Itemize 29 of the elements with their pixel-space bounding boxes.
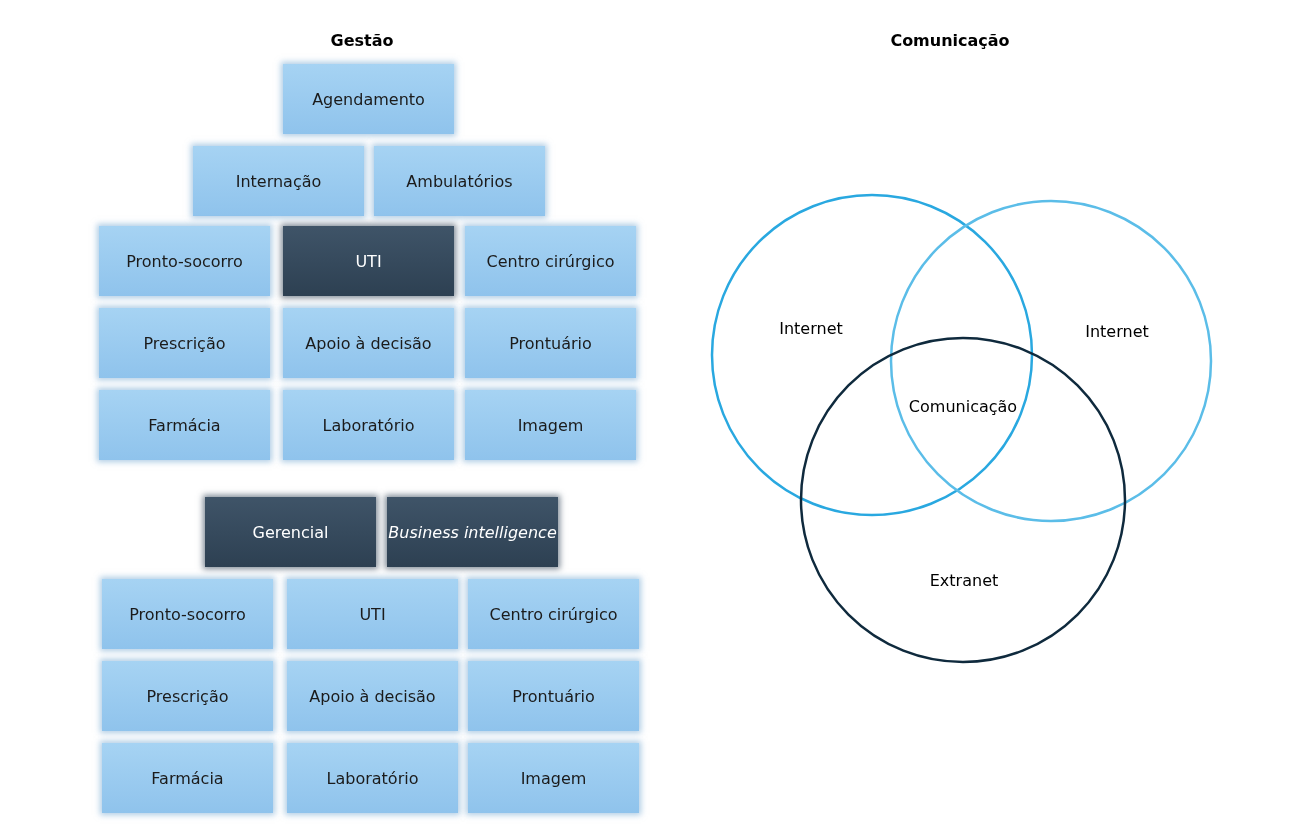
module-box: Pronto-socorro — [99, 226, 270, 296]
module-box: Centro cirúrgico — [465, 226, 636, 296]
module-box: Imagem — [468, 743, 639, 813]
module-box: Gerencial — [205, 497, 376, 567]
module-box: Ambulatórios — [374, 146, 545, 216]
module-box: Agendamento — [283, 64, 454, 134]
circle-label: Internet — [1085, 321, 1149, 341]
section-heading: Comunicação — [890, 30, 1010, 50]
module-box: Apoio à decisão — [287, 661, 458, 731]
module-box: Prescrição — [99, 308, 270, 378]
module-box: Farmácia — [102, 743, 273, 813]
module-box: Laboratório — [287, 743, 458, 813]
module-box: Prontuário — [468, 661, 639, 731]
module-box: UTI — [287, 579, 458, 649]
overlap-label: Comunicação — [908, 396, 1018, 416]
module-box: Pronto-socorro — [102, 579, 273, 649]
module-box: Internação — [193, 146, 364, 216]
module-box: Farmácia — [99, 390, 270, 460]
module-box: Apoio à decisão — [283, 308, 454, 378]
module-box: Centro cirúrgico — [468, 579, 639, 649]
module-box: Prescrição — [102, 661, 273, 731]
circle-label: Internet — [779, 318, 843, 338]
circle-label: Extranet — [929, 570, 999, 590]
module-box: Imagem — [465, 390, 636, 460]
module-box: UTI — [283, 226, 454, 296]
module-box: Prontuário — [465, 308, 636, 378]
section-heading: Gestão — [330, 30, 394, 50]
module-box: Laboratório — [283, 390, 454, 460]
module-box: Business intelligence — [387, 497, 558, 567]
